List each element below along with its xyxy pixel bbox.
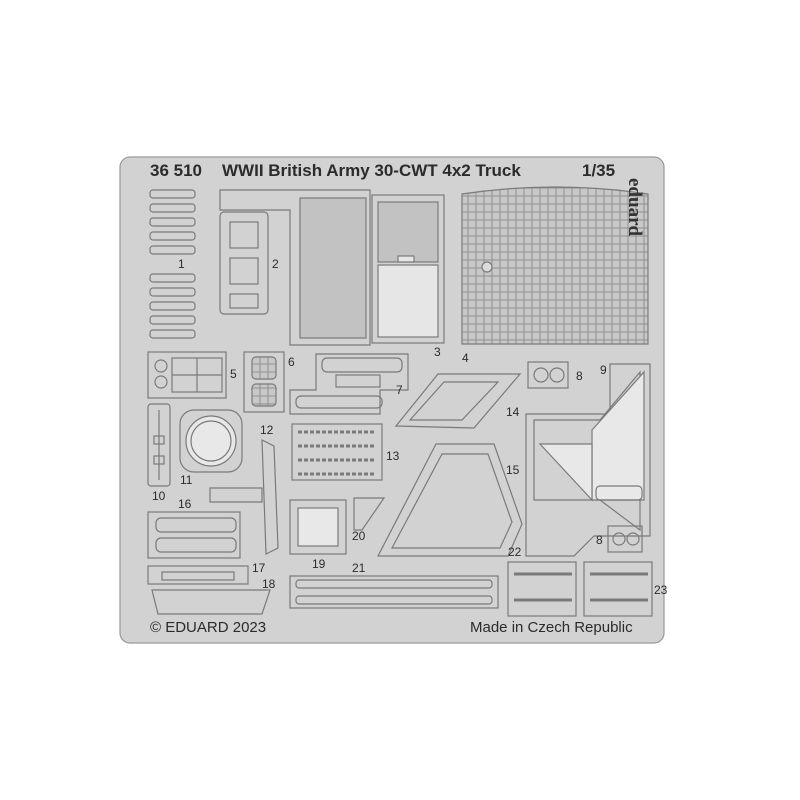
part-number-7: 7 <box>396 383 403 397</box>
part-number-9: 9 <box>600 363 607 377</box>
copyright: © EDUARD 2023 <box>150 619 267 636</box>
part-21 <box>289 575 499 609</box>
brand-logo: eduard <box>624 178 645 237</box>
part-20 <box>353 497 386 531</box>
part-9 <box>525 363 651 557</box>
part-number-1: 1 <box>178 257 185 271</box>
part-17-18 <box>147 565 271 615</box>
part-number-13: 13 <box>386 449 400 463</box>
part-8-top <box>527 361 569 389</box>
part-3 <box>219 189 445 346</box>
part-13 <box>291 423 383 481</box>
part-number-21: 21 <box>352 561 366 575</box>
part-15 <box>377 443 523 557</box>
part-number-10: 10 <box>152 489 166 503</box>
part-8-bottom <box>607 525 643 553</box>
part-23 <box>583 561 653 617</box>
part-number-17: 17 <box>252 561 266 575</box>
part-number-19: 19 <box>312 557 326 571</box>
part-number-11: 11 <box>180 473 193 487</box>
part-19 <box>289 499 347 555</box>
part-11 <box>179 409 243 473</box>
kit-title: WWII British Army 30-CWT 4x2 Truck <box>222 161 521 180</box>
part-number-2: 2 <box>272 257 279 271</box>
part-number-8b: 8 <box>596 533 603 547</box>
part-14 <box>394 373 522 429</box>
part-number-8a: 8 <box>576 369 583 383</box>
part-number-15: 15 <box>506 463 520 477</box>
part-number-3: 3 <box>434 345 441 359</box>
part-number-5: 5 <box>230 367 237 381</box>
part-number-23: 23 <box>654 583 668 597</box>
part-7 <box>289 353 409 415</box>
part-number-4: 4 <box>462 351 469 365</box>
part-5 <box>147 351 227 399</box>
scale: 1/35 <box>582 161 616 180</box>
part-2 <box>219 211 269 315</box>
part-6 <box>243 351 285 413</box>
part-1 <box>149 189 196 339</box>
part-22 <box>507 561 577 617</box>
set-number: 36 510 <box>150 161 202 180</box>
part-number-14: 14 <box>506 405 520 419</box>
part-16 <box>147 511 241 559</box>
part-number-18: 18 <box>262 577 276 591</box>
part-12 <box>261 439 279 555</box>
part-number-12: 12 <box>260 423 274 437</box>
part-number-16: 16 <box>178 497 192 511</box>
part-10 <box>147 403 171 487</box>
part-number-6: 6 <box>288 355 295 369</box>
part-4 <box>461 186 649 345</box>
part-number-22: 22 <box>508 545 522 559</box>
origin: Made in Czech Republic <box>470 619 633 636</box>
part-number-20: 20 <box>352 529 366 543</box>
